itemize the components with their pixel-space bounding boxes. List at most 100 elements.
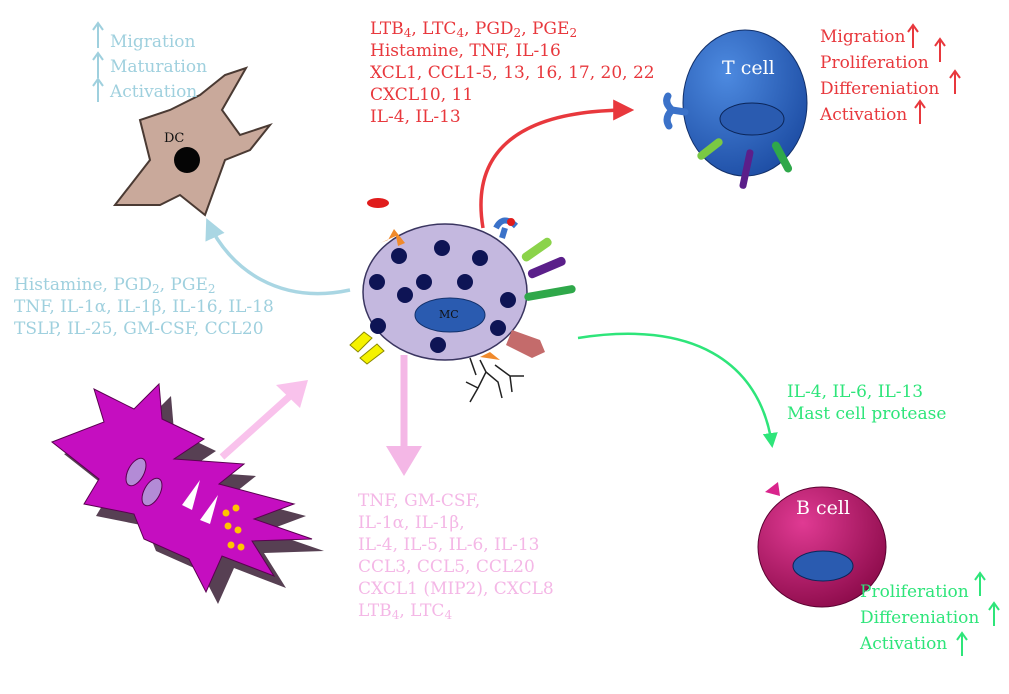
- up-arrow-icon: [92, 21, 104, 48]
- b-cell: [757, 482, 887, 608]
- tissue-cell-crack: [200, 495, 218, 524]
- up-arrow-icon: [956, 631, 968, 656]
- subscript: 2: [151, 282, 160, 296]
- tissue-cell-vesicle: [141, 477, 163, 507]
- mediator-text: Histamine, TNF, IL-16: [370, 41, 561, 61]
- mast-cell-granule: [457, 274, 473, 290]
- mediator-line: TNF, GM-CSF,: [358, 490, 554, 512]
- up-arrow-icon: [92, 77, 104, 102]
- tissue-cell-granule: [237, 543, 245, 551]
- dendritic-cell-body: [112, 66, 273, 217]
- t-cell-effect-migration: Migration: [820, 27, 906, 47]
- t-cell-receptor: [663, 92, 689, 130]
- tissue-cell-granule: [227, 541, 235, 549]
- dc-label: DC: [164, 131, 185, 146]
- mast-cell-granule: [490, 320, 506, 336]
- t-cell-label: T cell: [722, 57, 775, 79]
- t-cell: [663, 29, 808, 189]
- mast-cell-granule: [369, 274, 385, 290]
- subscript: 4: [403, 26, 412, 40]
- subscript: 2: [569, 26, 578, 40]
- mast-cell-granule: [416, 274, 432, 290]
- mediator-line: CXCL1 (MIP2), CXCL8: [358, 578, 554, 600]
- arrow-mc-to-tissue: [386, 355, 422, 476]
- arrow-mc-to-b-cell: [577, 332, 778, 448]
- mediator-text: LTB: [370, 19, 404, 39]
- tissue-cell-body: [50, 382, 313, 594]
- t-cell-receptor-purple: [739, 149, 754, 189]
- arrow-tissue-to-mc: [219, 380, 308, 460]
- up-arrow-icon: [92, 51, 104, 78]
- up-arrow-icon: [949, 69, 961, 94]
- mediator-text: , PGE: [521, 19, 570, 39]
- receptor-blue: [493, 217, 519, 239]
- up-arrow-icon: [934, 37, 946, 62]
- up-arrow-icon: [988, 601, 1000, 626]
- arrow-mc-to-t-cell: [479, 99, 635, 229]
- mediator-line: LTB4, LTC4, PGD2, PGE2: [370, 18, 655, 40]
- dc-effect-migration: Migration: [110, 32, 196, 52]
- b-cell-body: [757, 486, 887, 608]
- mediator-text: Histamine, PGD: [14, 275, 152, 295]
- mediator-granule: [367, 198, 389, 208]
- b-cell-receptor: [765, 482, 780, 496]
- up-arrow-icon: [914, 99, 926, 124]
- mediator-line: IL-4, IL-6, IL-13: [787, 381, 946, 403]
- receptor-yellow: [349, 331, 385, 365]
- b-cell-effect-proliferation: Proliferation: [860, 582, 969, 602]
- b-cell-nucleus: [792, 550, 854, 582]
- receptor-antibody: [465, 352, 524, 403]
- tissue-cell-vesicle: [125, 457, 147, 487]
- mediator-line: CXCL10, 11: [370, 84, 655, 106]
- t-cell-effect-proliferation: Proliferation: [820, 53, 929, 73]
- tissue-cell-crack: [182, 480, 200, 510]
- b-cell-effect-differeniation: Differeniation: [860, 608, 980, 628]
- up-arrow-icon: [974, 571, 986, 596]
- mediator-text: , LTC: [411, 19, 457, 39]
- tissue-cell-granule: [222, 509, 230, 517]
- mediator-text: XCL1, CCL1-5, 13, 16, 17, 20, 22: [370, 63, 655, 83]
- mast-cell-granule: [434, 240, 450, 256]
- mediator-line: LTB4, LTC4: [358, 600, 554, 622]
- dendritic-cell: [112, 66, 273, 217]
- mediator-line: Mast cell protease: [787, 403, 946, 425]
- mast-cell-granule: [391, 248, 407, 264]
- mediator-line: XCL1, CCL1-5, 13, 16, 17, 20, 22: [370, 62, 655, 84]
- mast-cell-nucleus: [414, 297, 486, 333]
- t-cell-nucleus: [719, 102, 785, 136]
- mediator-line: TSLP, IL-25, GM-CSF, CCL20: [14, 318, 274, 340]
- dendritic-cell-nucleus: [174, 147, 200, 173]
- t-cell-effect-differeniation: Differeniation: [820, 79, 940, 99]
- subscript: 4: [444, 608, 453, 622]
- mediator-text: IL-4, IL-6, IL-13: [787, 382, 924, 402]
- mediator-line: IL-4, IL-5, IL-6, IL-13: [358, 534, 554, 556]
- mediator-text: TNF, GM-CSF,: [358, 491, 481, 511]
- mediator-text: LTB: [358, 601, 392, 621]
- subscript: 4: [391, 608, 400, 622]
- mast-cell-granule: [397, 287, 413, 303]
- receptor-salmon: [506, 330, 545, 358]
- mediator-text: IL-1α, IL-1β,: [358, 513, 465, 533]
- dc-effect-maturation: Maturation: [110, 57, 208, 77]
- mast-cell-granule: [500, 292, 516, 308]
- receptor-orange: [380, 229, 405, 246]
- mediator-text: CXCL10, 11: [370, 85, 474, 105]
- mediator-line: TNF, IL-1α, IL-1β, IL-16, IL-18: [14, 296, 274, 318]
- mediator-text: , PGE: [159, 275, 208, 295]
- mast-cell-granule: [370, 318, 386, 334]
- mediator-text: CCL3, CCL5, CCL20: [358, 557, 535, 577]
- mediator-text: IL-4, IL-5, IL-6, IL-13: [358, 535, 540, 555]
- mediator-text: Mast cell protease: [787, 404, 947, 424]
- b-cell-effect-activation: Activation: [860, 634, 948, 654]
- mediator-text: IL-4, IL-13: [370, 107, 461, 127]
- mediator-text: TSLP, IL-25, GM-CSF, CCL20: [14, 319, 264, 339]
- t-cell-effect-activation: Activation: [820, 105, 908, 125]
- tissue-cell-granule: [224, 522, 232, 530]
- receptor-green: [524, 285, 576, 301]
- tissue-cell-granule: [232, 504, 240, 512]
- mast-cell-granule: [472, 250, 488, 266]
